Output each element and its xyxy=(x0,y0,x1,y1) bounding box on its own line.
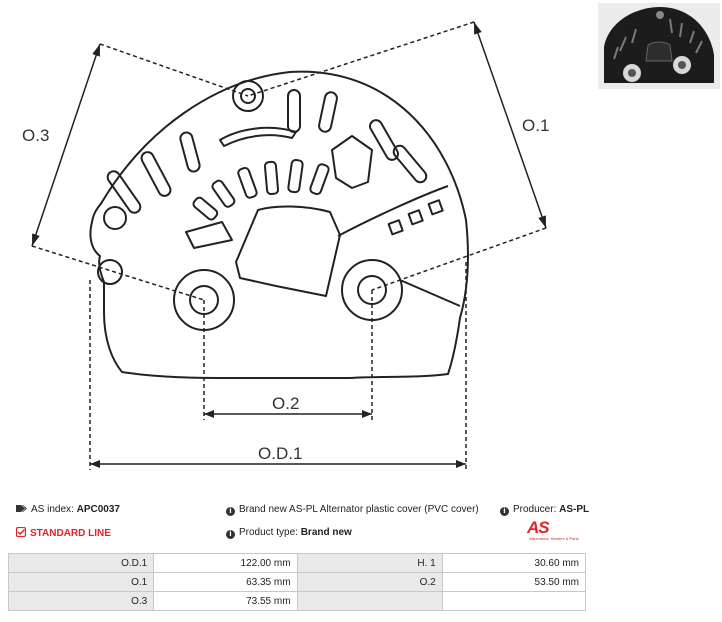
spec-label: O.3 xyxy=(7,591,155,611)
spec-value xyxy=(441,591,587,611)
producer-value: AS-PL xyxy=(559,504,590,515)
product-type-row: i Product type: Brand new xyxy=(226,527,352,539)
as-index-row: AS index: APC0037 xyxy=(16,504,120,516)
mount-hole-left-edge xyxy=(97,259,123,285)
central-window xyxy=(235,205,341,297)
table-row: O.D.1 122.00 mm H. 1 30.60 mm xyxy=(7,553,587,573)
info-icon: i xyxy=(500,507,509,516)
tags-icon xyxy=(16,505,27,512)
spec-table: O.D.1 122.00 mm H. 1 30.60 mm O.1 63.35 … xyxy=(7,553,587,611)
spec-value: 73.55 mm xyxy=(153,591,298,611)
spec-label xyxy=(296,591,443,611)
logo-tagline: Alternators, Starters & Parts xyxy=(529,536,579,541)
product-type-value: Brand new xyxy=(300,527,352,538)
mount-hole-small xyxy=(103,206,127,230)
spec-value: 122.00 mm xyxy=(153,553,298,573)
dim-label-o2: O.2 xyxy=(272,394,299,413)
spec-label: O.D.1 xyxy=(7,553,155,573)
dim-label-o1: O.1 xyxy=(522,116,549,135)
spec-value: 63.35 mm xyxy=(153,572,298,592)
table-row: O.3 73.55 mm xyxy=(7,591,587,611)
dim-label-od1: O.D.1 xyxy=(258,444,302,463)
product-type-label: Product type: xyxy=(239,527,298,538)
as-logo: AS Alternators, Starters & Parts xyxy=(527,518,589,544)
standard-line-row: STANDARD LINE xyxy=(15,526,111,540)
producer-label: Producer: xyxy=(513,504,557,515)
spec-value: 53.50 mm xyxy=(441,572,587,592)
spec-value: 30.60 mm xyxy=(441,553,587,573)
info-icon: i xyxy=(226,530,235,539)
spec-label: O.2 xyxy=(296,572,443,592)
spec-label: O.1 xyxy=(7,572,155,592)
mount-hole-top xyxy=(232,80,264,112)
technical-drawing: O.3 O.1 O.2 O.D.1 xyxy=(22,21,549,470)
checkbox-checked-icon xyxy=(15,526,27,538)
cover-outline xyxy=(89,70,469,379)
description-row: i Brand new AS-PL Alternator plastic cove… xyxy=(226,504,479,516)
spec-label: H. 1 xyxy=(296,553,443,573)
producer-row: i Producer: AS-PL xyxy=(500,504,589,516)
standard-line-badge: STANDARD LINE xyxy=(30,528,111,539)
logo-text: AS xyxy=(527,518,550,537)
table-row: O.1 63.35 mm O.2 53.50 mm xyxy=(7,572,587,592)
product-description: Brand new AS-PL Alternator plastic cover… xyxy=(239,504,479,515)
o3-dimension-line xyxy=(31,43,101,247)
info-icon: i xyxy=(226,507,235,516)
as-index-value: APC0037 xyxy=(76,504,120,515)
dim-label-o3: O.3 xyxy=(22,126,49,145)
product-photo xyxy=(598,3,720,89)
as-index-label: AS index: xyxy=(31,504,74,515)
o1-dimension-line xyxy=(473,21,547,229)
